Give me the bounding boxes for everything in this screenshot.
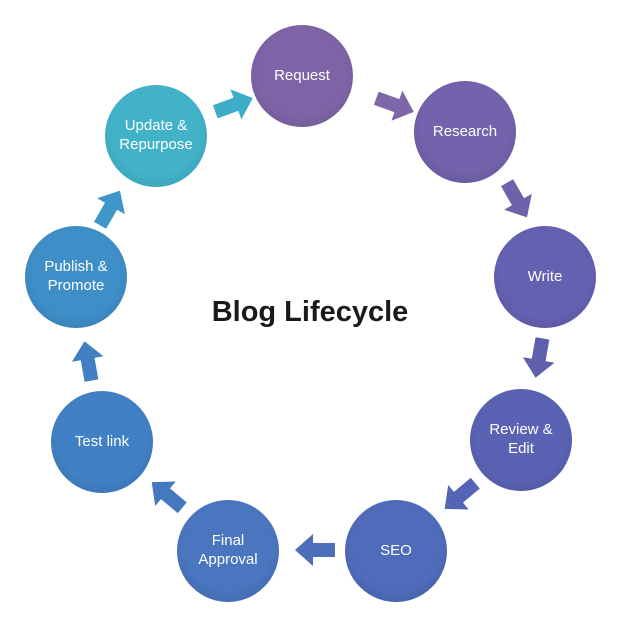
step-request: Request <box>251 25 353 127</box>
step-research-label: Research <box>432 122 498 140</box>
arrow-seo-to-final-approval-icon <box>295 534 335 566</box>
arrow-research-to-write-icon <box>493 175 541 226</box>
arrow-publish-promote-to-update-repurpose-icon <box>86 183 134 234</box>
step-publish-promote-label: Publish & Promote <box>44 258 108 294</box>
diagram-title: Blog Lifecycle <box>211 296 409 328</box>
arrow-request-to-research-icon <box>371 83 420 127</box>
arrow-review-edit-to-seo-icon <box>434 471 485 521</box>
step-publish-promote: Publish & Promote <box>25 226 127 328</box>
step-research: Research <box>414 81 516 183</box>
step-review-edit: Review & Edit <box>470 389 572 491</box>
step-update-repurpose-label: Update & Repurpose <box>119 117 193 153</box>
step-test-link: Test link <box>51 391 153 493</box>
step-update-repurpose: Update & Repurpose <box>105 85 207 187</box>
step-write: Write <box>494 226 596 328</box>
step-request-label: Request <box>274 66 330 84</box>
step-seo-label: SEO <box>380 541 412 559</box>
step-seo: SEO <box>345 500 447 602</box>
step-review-edit-label: Review & Edit <box>489 421 553 457</box>
arrow-final-approval-to-test-link-icon <box>141 470 192 520</box>
step-write-label: Write <box>527 267 563 285</box>
arrow-update-repurpose-to-request-icon <box>210 83 259 127</box>
step-final-approval-label: Final Approval <box>198 532 258 568</box>
step-test-link-label: Test link <box>74 432 130 450</box>
arrow-write-to-review-edit-icon <box>520 336 558 381</box>
arrow-test-link-to-publish-promote-icon <box>69 339 107 384</box>
step-final-approval: Final Approval <box>177 500 279 602</box>
